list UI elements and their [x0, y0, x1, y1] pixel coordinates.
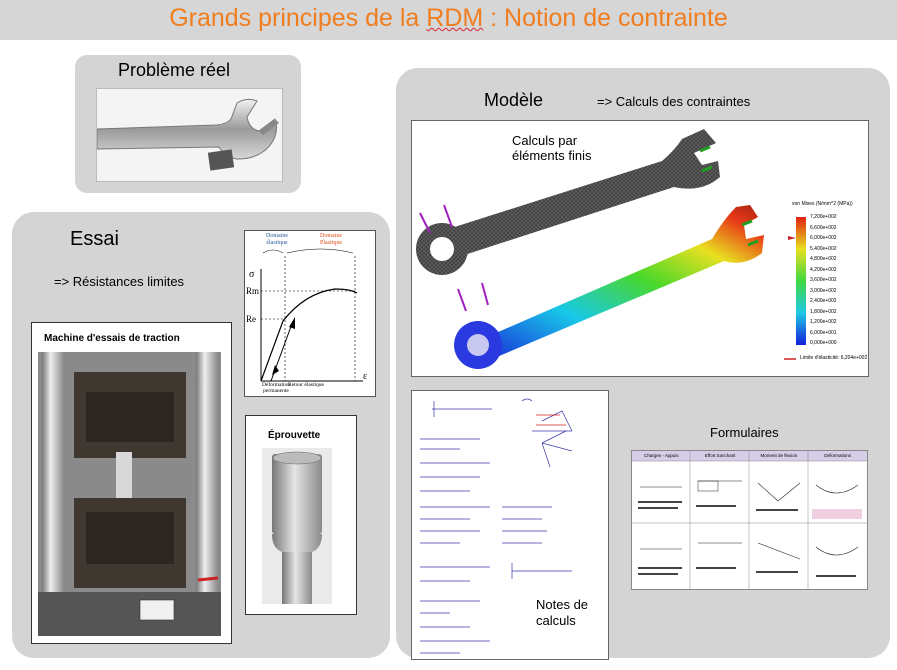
table-header-cell: Effort tranchant: [704, 453, 736, 458]
legend-value: 5,400e+002: [810, 245, 837, 252]
graph-domaine-plastique: Domaine Plastique: [320, 233, 342, 246]
machine-photo: [38, 352, 221, 636]
legend-value: 4,200e+002: [810, 266, 837, 273]
graph-rm: Rm: [246, 286, 260, 296]
legend-value: 3,600e+002: [810, 277, 837, 283]
legend-value: 2,400e+002: [810, 298, 837, 304]
legend-title: von Mises (N/mm^2 (MPa)): [792, 201, 853, 207]
legend-value: 6,600e+002: [810, 224, 837, 231]
machine-label: Machine d'essais de traction: [44, 333, 180, 344]
notes-label: Notes de calculs: [536, 597, 589, 628]
table-header-row: Charges - Appuis Effort tranchant Moment d…: [632, 451, 867, 461]
page-title: Grands principes de la RDM : Notion de c…: [169, 4, 728, 32]
table-header-cell: Déformations: [824, 453, 851, 458]
graph-sigma: σ: [249, 269, 255, 280]
graph-epsilon: ε: [363, 371, 368, 382]
formulaires-table: Charges - Appuis Effort tranchant Moment d…: [631, 450, 868, 590]
title-bar: [0, 0, 897, 40]
legend-value: 3,000e+002: [810, 287, 837, 294]
legend-value: 4,800e+002: [810, 256, 837, 262]
legend-value: 1,800e+002: [810, 308, 837, 315]
graph-re: Re: [246, 314, 256, 324]
legend-value: 6,000e+002: [810, 235, 837, 241]
probleme-reel-label: Problème réel: [118, 60, 231, 80]
modele-label: Modèle: [484, 90, 544, 110]
eprouvette-label: Éprouvette: [268, 430, 321, 441]
eprouvette-photo: [262, 448, 332, 604]
legend-value: 6,000e+001: [810, 329, 837, 336]
notes-image: Notes de calculs: [411, 390, 609, 660]
legend-value: 0,000e+000: [810, 340, 837, 346]
essai-subtitle: => Résistances limites: [54, 274, 185, 289]
modele-subtitle: => Calculs des contraintes: [597, 94, 751, 109]
graph-domaine-elastique: Domaine élastique: [266, 233, 288, 246]
table-header-cell: Charges - Appuis: [644, 453, 679, 458]
graph-retour-elastique: Retour élastique: [288, 382, 324, 388]
formulaires-label: Formulaires: [710, 425, 779, 440]
table-header-cell: Moment de flexion: [760, 453, 798, 458]
fem-image: Calculs par éléments finis von Mises (N/…: [411, 120, 869, 377]
fem-label: Calculs par éléments finis: [512, 133, 592, 163]
legend-value: 7,200e+002: [810, 214, 837, 220]
essai-label: Essai: [70, 228, 119, 250]
wrench-photo: [96, 88, 283, 182]
legend-value: 1,200e+002: [810, 319, 837, 325]
legend-values: 7,200e+002 6,600e+002 6,000e+002 5,400e+002…: [810, 214, 868, 348]
stress-strain-graph: Domaine élastique Domaine Plastique σ Rm…: [244, 230, 376, 397]
legend-limit: Limite d'élasticité: 6,204e+002: [800, 355, 868, 361]
graph-deformation-permanente: Déformation permanente: [261, 382, 291, 394]
